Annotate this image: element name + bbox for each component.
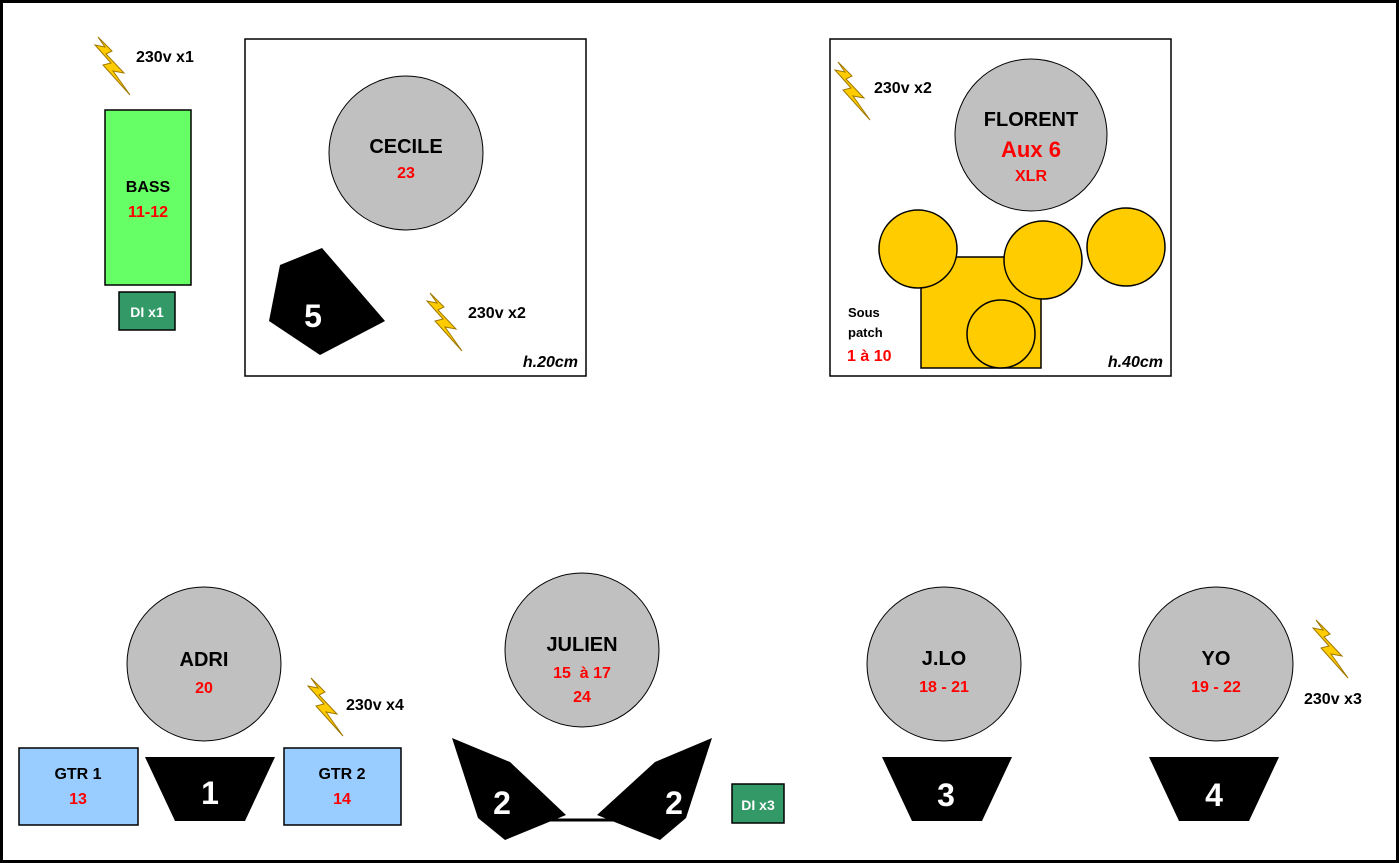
riser-right-height: h.40cm bbox=[1108, 354, 1163, 371]
power-label: 230v x2 bbox=[468, 305, 526, 322]
power-icon bbox=[833, 61, 871, 121]
power-outlet-bass: 230v x1 bbox=[93, 36, 194, 96]
bass-amp-label: BASS bbox=[126, 179, 171, 196]
monitor-2-right: 2 bbox=[597, 738, 712, 840]
bass-di-label: DI x1 bbox=[130, 304, 164, 320]
musician-channels: 24 bbox=[573, 689, 591, 706]
musician-jlo: J.LO 18 - 21 bbox=[866, 586, 1022, 742]
monitor-number: 5 bbox=[304, 298, 322, 334]
power-outlet-yo: 230v x3 bbox=[1304, 619, 1362, 708]
drum-tom bbox=[878, 209, 958, 289]
guitar-amp-1: GTR 1 13 bbox=[18, 747, 139, 826]
musician-channels: 19 - 22 bbox=[1191, 679, 1241, 696]
guitar-amp-2: GTR 2 14 bbox=[283, 747, 402, 826]
drum-kit: Sous patch 1 à 10 bbox=[847, 207, 1166, 369]
monitor-number: 4 bbox=[1205, 777, 1223, 813]
musician-name: CECILE bbox=[369, 136, 442, 158]
power-outlet-cecile: 230v x2 bbox=[425, 292, 526, 352]
musician-channels: 20 bbox=[195, 680, 213, 697]
musician-cecile: CECILE 23 bbox=[328, 75, 484, 231]
power-icon bbox=[425, 292, 463, 352]
musician-name: JULIEN bbox=[546, 634, 617, 656]
musician-name: YO bbox=[1202, 648, 1231, 670]
power-icon bbox=[93, 36, 131, 96]
power-icon bbox=[306, 677, 344, 737]
monitor-1: 1 bbox=[145, 757, 275, 821]
musician-aux: Aux 6 bbox=[1001, 137, 1061, 162]
musician-connector: XLR bbox=[1015, 168, 1047, 185]
snare-drum bbox=[966, 299, 1036, 369]
riser-left-height: h.20cm bbox=[523, 354, 578, 371]
musician-adri: ADRI 20 bbox=[126, 586, 282, 742]
drums-channels: 1 à 10 bbox=[847, 348, 892, 365]
bass-di-box: DI x1 bbox=[118, 291, 176, 331]
guitar-amp-channel: 14 bbox=[333, 791, 351, 808]
monitor-3: 3 bbox=[882, 757, 1012, 821]
drums-sub-label: Sous bbox=[848, 305, 880, 320]
monitor-5: 5 bbox=[269, 248, 385, 355]
power-outlet-adri: 230v x4 bbox=[306, 677, 404, 737]
julien-di-box: DI x3 bbox=[731, 783, 785, 824]
drum-tom bbox=[1086, 207, 1166, 287]
musician-channels: 18 - 21 bbox=[919, 679, 969, 696]
monitor-2-left: 2 bbox=[452, 738, 566, 840]
power-label: 230v x2 bbox=[874, 80, 932, 97]
power-label: 230v x4 bbox=[346, 697, 404, 714]
drum-tom bbox=[1003, 220, 1083, 300]
monitor-number: 1 bbox=[201, 775, 219, 811]
musician-julien: JULIEN 15 à 17 24 bbox=[504, 572, 660, 728]
monitor-number: 2 bbox=[493, 785, 511, 821]
monitor-number: 3 bbox=[937, 777, 955, 813]
musician-name: ADRI bbox=[180, 649, 229, 671]
musician-florent: FLORENT Aux 6 XLR bbox=[954, 58, 1108, 212]
musician-channels: 15 à 17 bbox=[553, 665, 611, 682]
monitor-number: 2 bbox=[665, 785, 683, 821]
bass-amp: BASS 11-12 bbox=[104, 109, 192, 286]
musician-channels: 23 bbox=[397, 165, 415, 182]
musician-name: J.LO bbox=[922, 648, 966, 670]
guitar-amp-channel: 13 bbox=[69, 791, 87, 808]
monitor-4: 4 bbox=[1149, 757, 1279, 821]
guitar-amp-label: GTR 1 bbox=[54, 766, 101, 783]
musician-name: FLORENT bbox=[984, 109, 1078, 131]
power-icon bbox=[1311, 619, 1349, 679]
drums-sub-label: patch bbox=[848, 325, 883, 340]
power-label: 230v x3 bbox=[1304, 691, 1362, 708]
julien-di-label: DI x3 bbox=[741, 797, 775, 813]
bass-amp-channels: 11-12 bbox=[128, 204, 168, 221]
guitar-amp-label: GTR 2 bbox=[318, 766, 365, 783]
power-label: 230v x1 bbox=[136, 49, 194, 66]
power-outlet-florent: 230v x2 bbox=[833, 61, 932, 121]
musician-yo: YO 19 - 22 bbox=[1138, 586, 1294, 742]
